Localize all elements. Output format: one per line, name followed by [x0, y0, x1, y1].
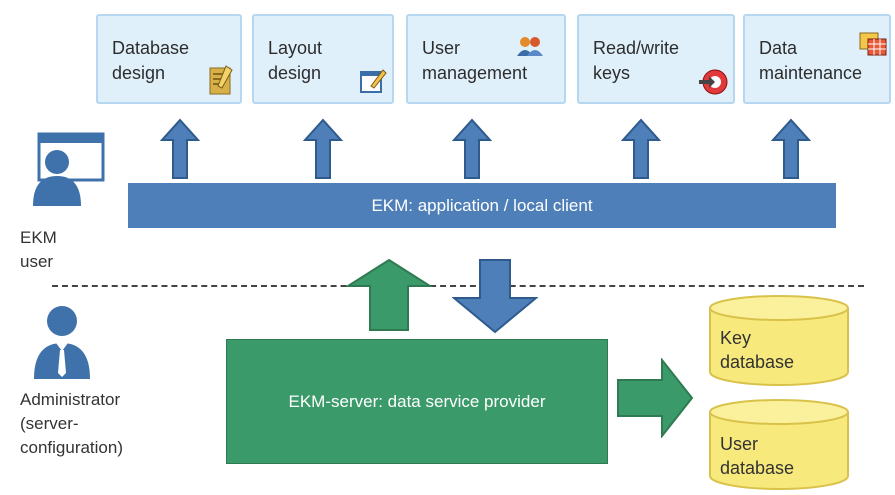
arrow-up-icon	[452, 118, 492, 180]
user-database-cylinder	[708, 398, 850, 492]
module-read-write-keys: Read/write keys	[577, 14, 735, 104]
arrow-up-icon	[346, 258, 432, 332]
administrator-icon	[32, 303, 92, 381]
key-icon	[697, 66, 729, 98]
administrator-label: Administrator (server- configuration)	[20, 390, 124, 457]
arrow-down-icon	[452, 258, 538, 334]
module-label: Database design	[112, 38, 190, 83]
application-label: EKM: application / local client	[371, 195, 593, 215]
key-database-label: Key database	[720, 328, 795, 372]
module-label: User management	[422, 38, 528, 83]
arrow-up-icon	[621, 118, 661, 180]
module-data-maintenance: Data maintenance	[743, 14, 891, 104]
arrow-up-icon	[303, 118, 343, 180]
module-label: Layout design	[268, 38, 323, 83]
module-label: Data maintenance	[759, 38, 863, 83]
arrow-right-icon	[616, 358, 694, 438]
layout-design-icon	[359, 66, 387, 94]
arrow-up-icon	[160, 118, 200, 180]
server-box: EKM-server: data service provider	[226, 339, 608, 464]
users-icon	[516, 36, 544, 58]
module-user-management: User management	[406, 14, 566, 104]
key-database-cylinder	[708, 294, 850, 388]
application-bar: EKM: application / local client	[128, 183, 836, 228]
module-layout-design: Layout design	[252, 14, 394, 104]
module-label: Read/write keys	[593, 38, 680, 83]
server-label: EKM-server: data service provider	[288, 391, 546, 411]
arrow-up-icon	[771, 118, 811, 180]
separator-line	[52, 285, 864, 287]
user-database-label: User database	[720, 434, 795, 478]
ekm-user-label: EKM user	[20, 228, 57, 271]
ekm-user-icon	[31, 132, 105, 208]
module-database-design: Database design	[96, 14, 242, 104]
database-design-icon	[208, 64, 234, 96]
table-grid-icon	[859, 32, 887, 56]
